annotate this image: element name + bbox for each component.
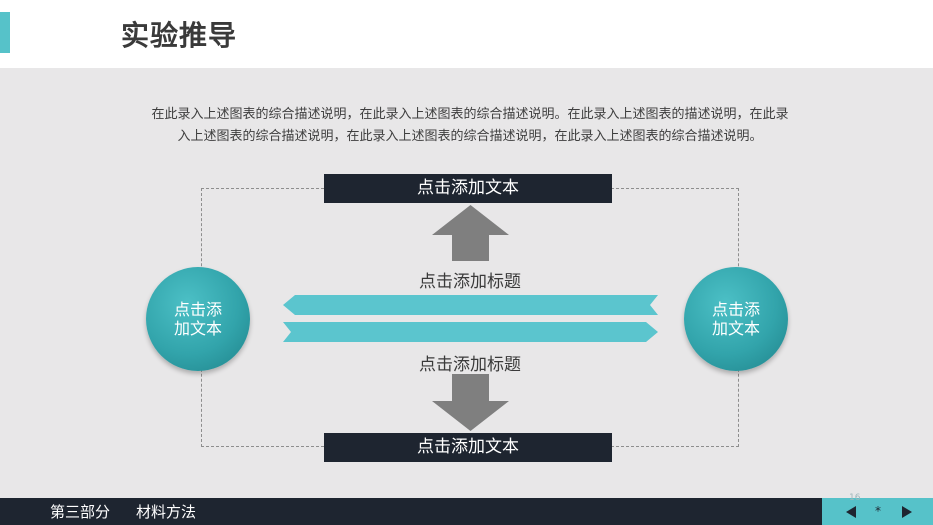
left-circle[interactable]: 点击添加文本 xyxy=(146,267,250,371)
right-pointing-band xyxy=(283,322,658,342)
left-circle-label: 点击添加文本 xyxy=(173,300,222,338)
bottom-text-box[interactable]: 点击添加文本 xyxy=(324,433,612,462)
footer-section: 第三部分 xyxy=(50,503,111,521)
header-accent-bar xyxy=(0,12,10,53)
heading-bottom[interactable]: 点击添加标题 xyxy=(419,355,521,375)
page-title: 实验推导 xyxy=(121,19,238,52)
right-circle-label: 点击添加文本 xyxy=(711,300,760,338)
header-bar: 实验推导 xyxy=(0,0,933,68)
heading-top[interactable]: 点击添加标题 xyxy=(419,272,521,292)
down-arrow-icon xyxy=(432,374,509,431)
up-arrow-icon xyxy=(432,205,509,261)
slide-navigation: 16 * xyxy=(822,493,933,525)
next-slide-icon[interactable] xyxy=(902,506,912,518)
previous-slide-icon[interactable] xyxy=(846,506,856,518)
top-text-box[interactable]: 点击添加文本 xyxy=(324,174,612,203)
description-line-2: 入上述图表的综合描述说明，在此录入上述图表的综合描述说明，在此录入上述图表的综合… xyxy=(177,129,763,144)
footer-bar: 第三部分 材料方法 xyxy=(0,498,933,525)
description-line-1: 在此录入上述图表的综合描述说明，在此录入上述图表的综合描述说明。在此录入上述图表… xyxy=(151,107,789,122)
description-text: 在此录入上述图表的综合描述说明，在此录入上述图表的综合描述说明。在此录入上述图表… xyxy=(100,104,840,148)
right-circle[interactable]: 点击添加文本 xyxy=(684,267,788,371)
home-icon[interactable]: * xyxy=(875,504,881,518)
footer-topic: 材料方法 xyxy=(136,503,197,521)
page-number: 16 xyxy=(849,493,861,503)
left-pointing-band xyxy=(283,295,658,315)
